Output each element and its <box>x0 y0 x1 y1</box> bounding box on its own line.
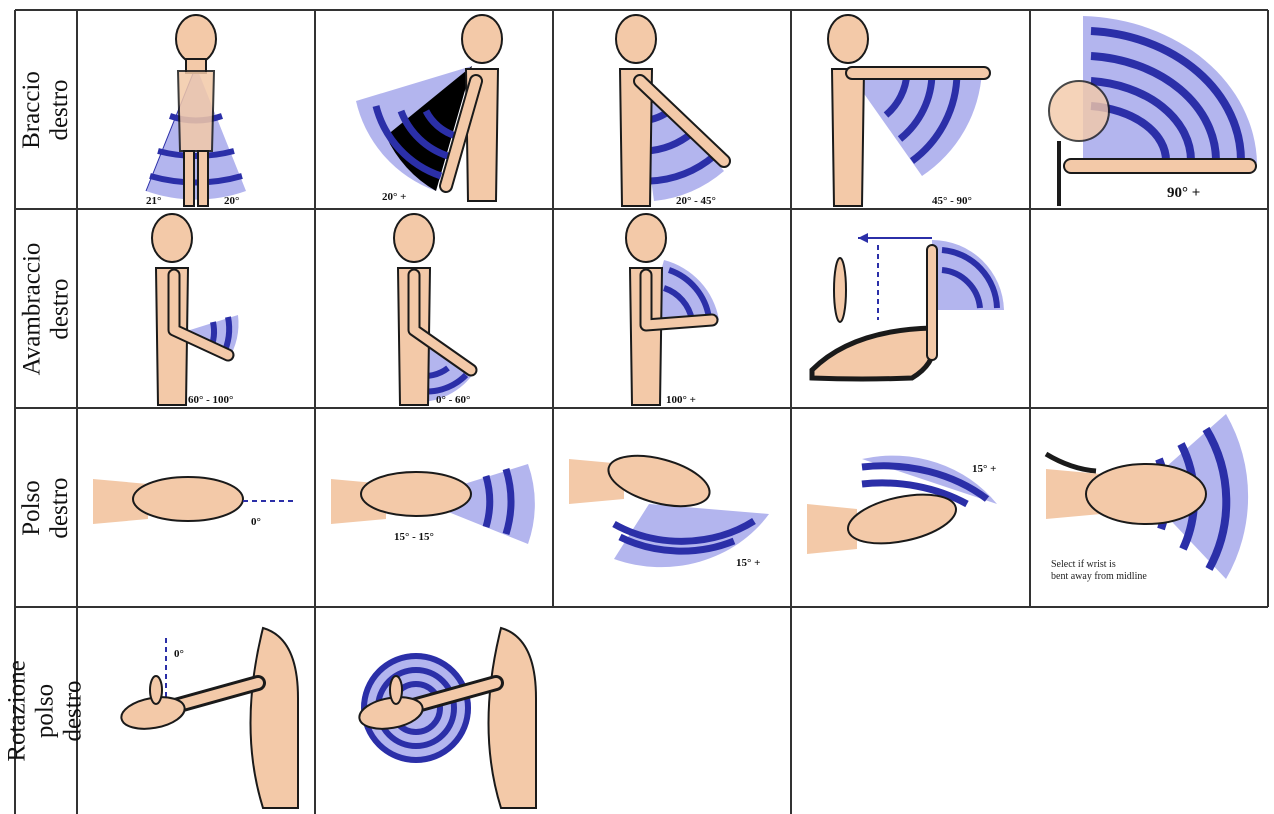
angle-label: 15° + <box>972 463 996 475</box>
row-label-polso: Polso destro <box>15 408 77 607</box>
row-label-avambraccio: Avambraccio destro <box>15 209 77 408</box>
wrist-15-15-illustration: 15° - 15° <box>316 409 552 606</box>
angle-label: 20° - 45° <box>676 195 716 207</box>
wrist-note: Select if wrist is bent away from midlin… <box>1051 559 1221 583</box>
angle-label: 0° - 60° <box>436 394 470 406</box>
forearm-60-100-illustration: 60° - 100° <box>78 210 314 407</box>
wrist-rotation-neutral-illustration: 0° <box>78 608 314 813</box>
angle-label: 90° + <box>1167 185 1200 202</box>
row-label-braccio: Braccio destro <box>15 10 77 209</box>
upper-arm-flexion-45-90-illustration: 45° - 90° <box>792 11 1029 208</box>
angle-label: 0° <box>174 648 184 660</box>
forearm-100-plus-illustration: 100° + <box>554 210 790 407</box>
upper-arm-extension-illustration: 20° + <box>316 11 552 208</box>
upper-arm-neutral-illustration: 21° 20° <box>78 11 314 208</box>
angle-label: 20° + <box>382 191 406 203</box>
row-label-rotazione: Rotazione polso destro <box>15 607 77 814</box>
angle-label: 15° + <box>736 557 760 569</box>
upper-arm-flexion-90-plus-illustration: 90° + <box>1031 11 1267 208</box>
angle-label: 0° <box>251 516 261 528</box>
angle-label: 20° <box>224 195 239 207</box>
wrist-deviation-illustration: Select if wrist is bent away from midlin… <box>1031 409 1267 606</box>
angle-label: 45° - 90° <box>932 195 972 207</box>
row-label-text: Braccio destro <box>18 71 74 149</box>
upper-arm-flexion-20-45-illustration: 20° - 45° <box>554 11 790 208</box>
wrist-rotation-range-illustration <box>316 608 552 813</box>
angle-label: 21° <box>146 195 161 207</box>
wrist-neutral-illustration: 0° <box>78 409 314 606</box>
forearm-0-60-illustration: 0° - 60° <box>316 210 552 407</box>
forearm-crossing-midline-illustration <box>792 210 1029 407</box>
row-label-text: Rotazione polso destro <box>4 660 88 761</box>
wrist-flexion-15-plus-illustration: 15° + <box>554 409 790 606</box>
row-label-text: Polso destro <box>18 477 74 539</box>
angle-label: 60° - 100° <box>188 394 233 406</box>
angle-label: 100° + <box>666 394 696 406</box>
row-label-text: Avambraccio destro <box>18 242 74 375</box>
wrist-extension-15-plus-illustration: 15° + <box>792 409 1029 606</box>
angle-label: 15° - 15° <box>394 531 434 543</box>
